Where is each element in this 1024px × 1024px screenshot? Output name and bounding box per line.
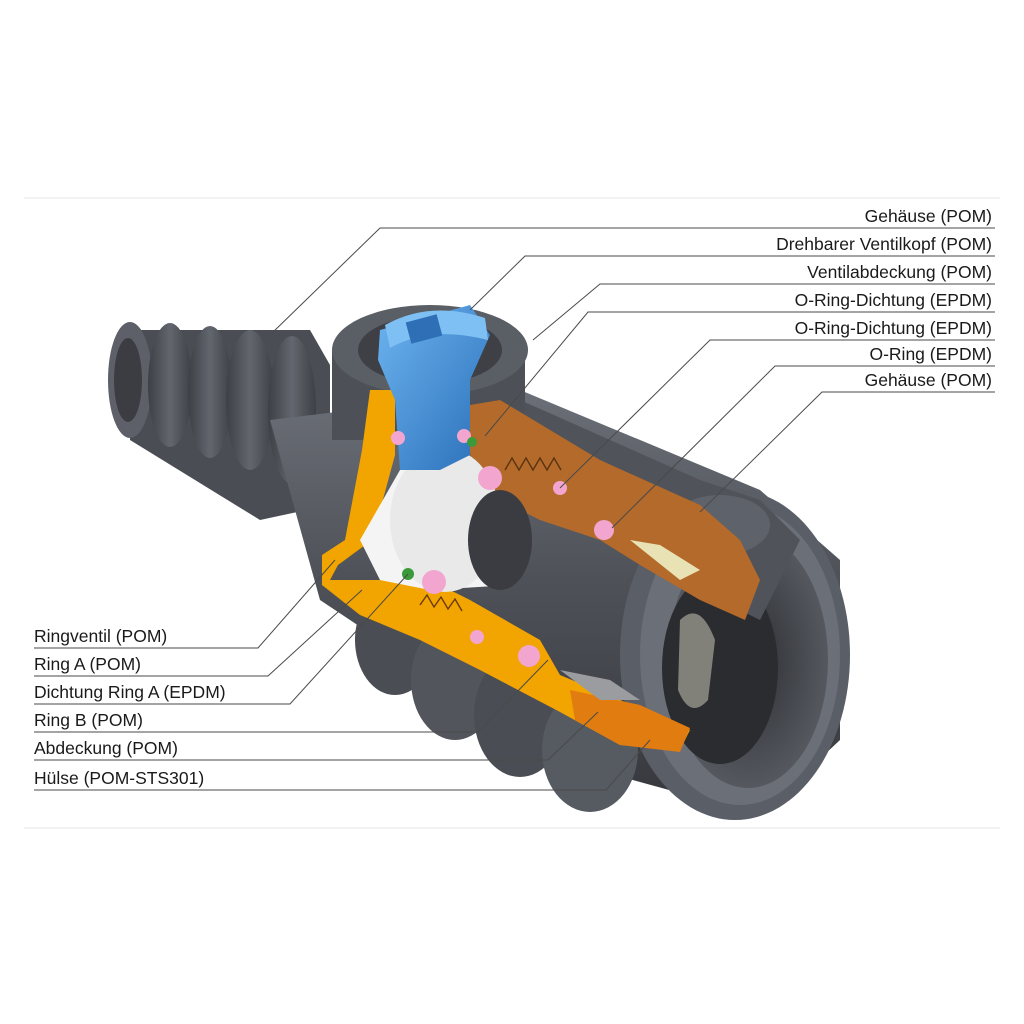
label-cover: Abdeckung (POM) (34, 738, 178, 758)
leader-lines (34, 227, 995, 791)
label-oring-seal-1: O-Ring-Dichtung (EPDM) (795, 290, 992, 310)
coupling-illustration (108, 305, 850, 820)
label-ring-b: Ring B (POM) (34, 710, 143, 730)
label-oring: O-Ring (EPDM) (869, 344, 992, 364)
label-seal-ring-a: Dichtung Ring A (EPDM) (34, 682, 226, 702)
o-rings (391, 429, 614, 667)
label-housing-bottom: Gehäuse (POM) (865, 370, 992, 390)
labels-right: Gehäuse (POM) Drehbarer Ventilkopf (POM)… (776, 206, 992, 390)
label-valve-cover: Ventilabdeckung (POM) (807, 262, 992, 282)
valve-head (378, 305, 490, 470)
labels-left: Ringventil (POM) Ring A (POM) Dichtung R… (34, 626, 226, 788)
label-oring-seal-2: O-Ring-Dichtung (EPDM) (795, 318, 992, 338)
label-ring-a: Ring A (POM) (34, 654, 141, 674)
label-sleeve: Hülse (POM-STS301) (34, 768, 204, 788)
label-rotating-valve-head: Drehbarer Ventilkopf (POM) (776, 234, 992, 254)
label-ring-valve: Ringventil (POM) (34, 626, 167, 646)
label-housing-top: Gehäuse (POM) (865, 206, 992, 226)
